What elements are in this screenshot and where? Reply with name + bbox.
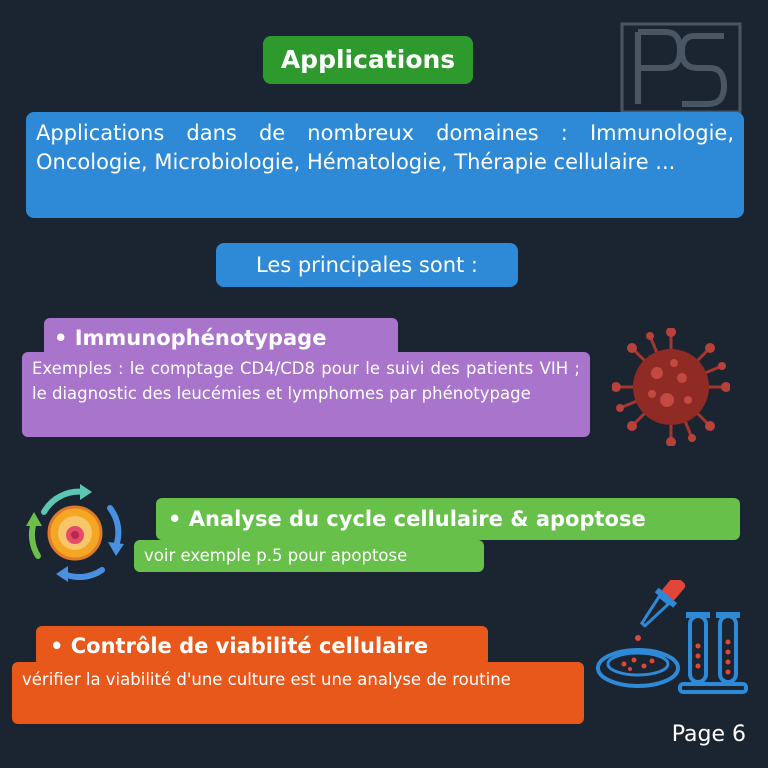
cell-cycle-icon (26, 484, 124, 582)
lab-culture-icon (596, 580, 748, 694)
section-heading-cycle: • Analyse du cycle cellulaire & apoptose (156, 498, 740, 540)
virus-icon (612, 328, 730, 446)
subtitle: Les principales sont : (216, 243, 518, 287)
section-body-cycle: voir exemple p.5 pour apoptose (134, 540, 484, 572)
page-title: Applications (263, 36, 473, 84)
section-body-viability: vérifier la viabilité d'une culture est … (12, 662, 584, 724)
intro-text: Applications dans de nombreux domaines :… (26, 112, 744, 218)
section-heading-immunophenotypage: • Immunophénotypage (44, 318, 398, 358)
page-number: Page 6 (671, 722, 746, 747)
section-body-immunophenotypage: Exemples : le comptage CD4/CD8 pour le s… (22, 352, 590, 437)
section-heading-viability: • Contrôle de viabilité cellulaire (36, 626, 488, 666)
logo-icon (620, 22, 742, 114)
